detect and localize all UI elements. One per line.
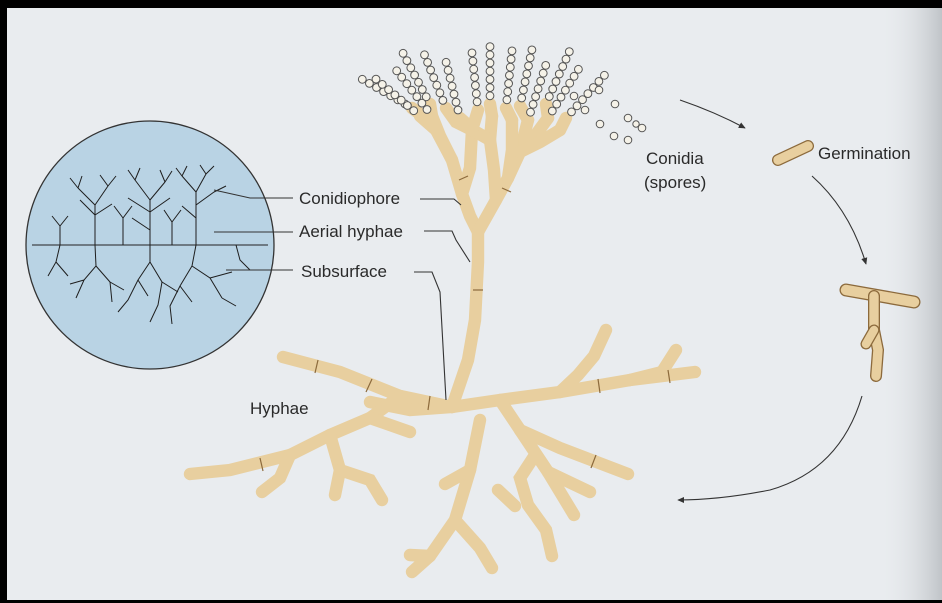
conidium [521,78,529,86]
conidium [518,94,526,102]
conidium [527,108,535,116]
conidium [358,75,366,83]
conidium [415,78,423,86]
conidium [472,82,480,90]
colony-cross-section [26,121,274,369]
conidium [505,80,513,88]
label-aerial-hyphae: Aerial hyphae [299,222,403,241]
conidium [424,59,432,67]
conidium [408,86,416,94]
conidium [503,96,511,104]
conidium [552,78,560,86]
conidium [508,47,516,55]
conidium [553,100,561,108]
conidium [575,65,583,73]
conidium [532,93,540,101]
conidium [486,51,494,59]
label-germination: Germination [818,144,911,163]
conidium [523,70,531,78]
conidium [421,51,429,59]
conidium [446,74,454,82]
conidium [539,69,547,77]
conidium [393,67,401,75]
conidium [537,77,545,85]
conidium [566,79,574,87]
conidium [399,49,407,57]
conidium [452,98,460,106]
conidium [470,65,478,73]
conidium [436,89,444,97]
conidium [486,43,494,51]
conidium [562,55,570,63]
conidium [427,66,435,74]
conidium [454,106,462,114]
conidium [601,71,609,79]
conidium [506,63,514,71]
conidium [570,72,578,80]
conidium [411,71,419,79]
conidium [407,64,415,72]
conidium [529,101,537,109]
conidium [507,55,515,63]
conidium [549,85,557,93]
conidium [468,49,476,57]
conidium [450,90,458,98]
conidium [433,81,441,89]
conidium [471,74,479,82]
conidium [528,46,536,54]
conidium [418,86,426,94]
conidium [439,97,447,105]
conidium [545,93,553,101]
conidium [486,84,494,92]
conidium [486,92,494,100]
label-conidia: Conidia [646,149,704,168]
conidium [444,66,452,74]
conidium [486,67,494,75]
conidium [559,63,567,71]
conidium [472,90,480,98]
conidium [418,99,426,107]
conidium [557,93,565,101]
conidium [548,107,556,115]
label-spores: (spores) [644,173,706,192]
conidium [534,85,542,93]
conidium [562,86,570,94]
label-conidiophore: Conidiophore [299,189,400,208]
conidium [442,58,450,66]
conidium [526,54,534,62]
conidium [469,57,477,65]
conidium [403,80,411,88]
label-hyphae: Hyphae [250,399,309,418]
conidium [403,57,411,65]
conidium [542,62,550,70]
conidium [520,86,528,94]
conidium [504,88,512,96]
label-subsurface: Subsurface [301,262,387,281]
conidium [486,76,494,84]
conidium [473,98,481,106]
conidium [506,72,514,80]
conidium [430,74,438,82]
conidium [565,48,573,56]
conidium [486,59,494,67]
conidium [372,75,380,83]
conidium [525,62,533,70]
conidium [448,82,456,90]
conidium [555,70,563,78]
